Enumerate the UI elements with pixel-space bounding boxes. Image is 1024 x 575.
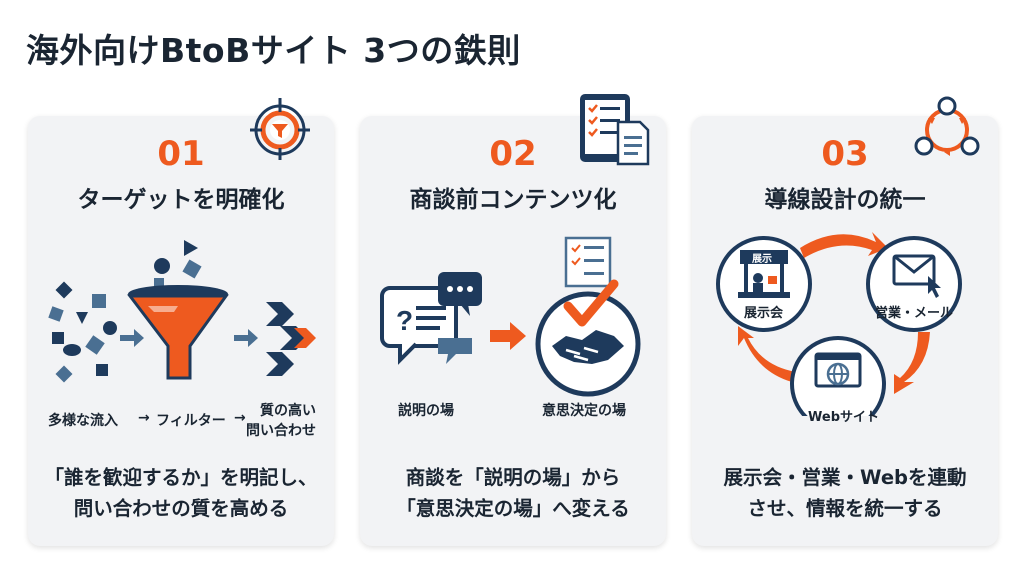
flow-arrow: → (234, 410, 246, 426)
cycle-label-exhibition: 展示会 (744, 306, 784, 321)
card-flow: 03 導線設計の統一 展示 展示会 営業・メール Webサイト 展示会・営業・W… (692, 96, 998, 546)
label-decision: 意思決定の場 (542, 403, 626, 419)
flow-label-inquiry: 問い合わせ (246, 423, 316, 439)
card-heading: 商談前コンテンツ化 (409, 187, 617, 213)
page-title: 海外向けBtoBサイト 3つの鉄則 (26, 31, 521, 70)
flow-label-quality: 質の高い (260, 403, 316, 419)
card-number: 01 (157, 134, 205, 174)
svg-text:?: ? (396, 305, 413, 336)
exhibit-sign-label: 展示 (752, 254, 772, 265)
card-heading: ターゲットを明確化 (77, 187, 285, 213)
cycle-label-web: Webサイト (808, 410, 879, 425)
cycle-label-sales: 営業・メール (875, 306, 954, 321)
card-description: 商談を「説明の場」から 「意思決定の場」へ変える (396, 466, 630, 520)
card-target: 01 ターゲットを明確化 多様な流入 → フィルター → 質の高い (28, 98, 334, 546)
card-content: 02 商談前コンテンツ化 ? 説明の場 意思決定の場 商談を「説明の場」から 「… (360, 94, 666, 546)
card-number: 03 (821, 134, 869, 174)
card-description: 「誰を歓迎するか」を明記し、 問い合わせの質を高める (44, 466, 318, 520)
label-explanation: 説明の場 (398, 403, 454, 419)
flow-label-filter: フィルター (156, 413, 226, 429)
tablet-checklist-icon (580, 94, 650, 166)
card-heading: 導線設計の統一 (764, 187, 926, 213)
funnel-illustration (48, 240, 316, 383)
target-funnel-icon (250, 98, 310, 160)
card-number: 02 (489, 134, 537, 174)
flow-arrow: → (138, 410, 150, 426)
cycle-network-icon (914, 96, 980, 156)
flow-label-input: 多様な流入 (48, 413, 118, 429)
cycle-illustration (716, 232, 962, 416)
card-description: 展示会・営業・Webを連動 させ、情報を統一する (723, 466, 967, 520)
meeting-illustration: ? (380, 236, 641, 397)
